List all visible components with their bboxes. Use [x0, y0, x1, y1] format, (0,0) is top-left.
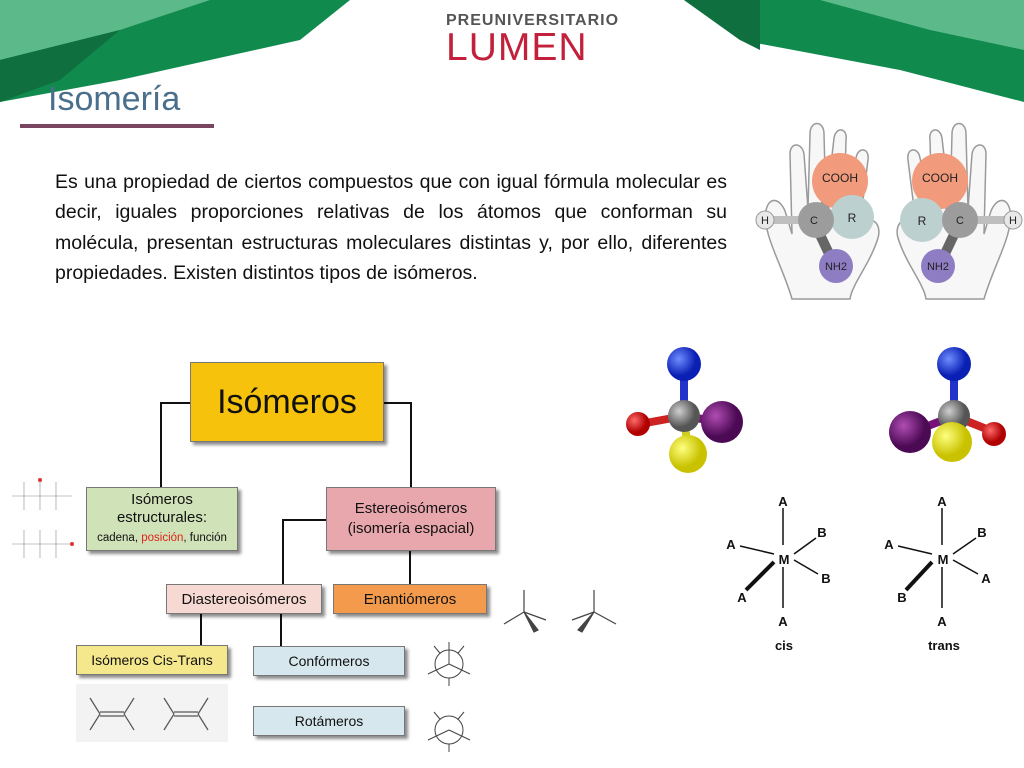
conformers-box: Confórmeros [253, 646, 405, 676]
newman-projections [427, 642, 471, 752]
connector [160, 402, 162, 487]
enantiomer-model-left [626, 347, 743, 473]
svg-text:C: C [956, 215, 964, 227]
connector [280, 614, 282, 646]
chiral-hands-illustration: COOH R C H NH2 COOH R C H NH2 [755, 122, 1023, 300]
connector [282, 519, 284, 584]
svg-text:M: M [938, 552, 949, 567]
cis-trans-isomers-box: Isómeros Cis-Trans [76, 645, 228, 675]
svg-text:A: A [726, 537, 736, 552]
connector [409, 551, 411, 584]
slide-title: Isomería [48, 80, 181, 118]
trans-octahedron: A M A B A B A trans [884, 494, 991, 653]
svg-text:C: C [810, 215, 818, 227]
octahedral-complexes: A M A B B A A cis A M A B A B A trans [726, 494, 991, 653]
svg-text:COOH: COOH [922, 171, 958, 185]
cis-trans-illustration [76, 684, 228, 742]
right-molecule: COOH R C H NH2 [900, 153, 1023, 283]
stereoisomers-box: Estereoisómeros (isomería espacial) [326, 487, 496, 551]
svg-text:R: R [918, 214, 927, 228]
svg-text:A: A [937, 494, 947, 509]
svg-text:A: A [981, 571, 991, 586]
isomers-root-box: Isómeros [190, 362, 384, 442]
connector [282, 519, 326, 521]
svg-text:B: B [977, 525, 986, 540]
svg-text:H: H [761, 215, 769, 227]
structural-isomers-box: Isómeros estructurales: cadena, posición… [86, 487, 238, 551]
svg-text:H: H [1009, 215, 1017, 227]
svg-text:COOH: COOH [822, 171, 858, 185]
svg-text:M: M [779, 552, 790, 567]
title-underline [20, 124, 214, 128]
diastereoisomers-box: Diastereoisómeros [166, 584, 322, 614]
svg-text:A: A [778, 494, 788, 509]
svg-text:R: R [848, 211, 857, 225]
logo-tagline: PREUNIVERSITARIO [446, 12, 620, 29]
connector [200, 614, 202, 645]
trans-label: trans [928, 638, 960, 653]
svg-text:A: A [778, 614, 788, 629]
svg-text:A: A [937, 614, 947, 629]
svg-text:B: B [897, 590, 906, 605]
svg-text:NH2: NH2 [927, 261, 949, 273]
svg-text:A: A [884, 537, 894, 552]
cis-octahedron: A M A B B A A cis [726, 494, 830, 653]
logo-wordmark: LUMEN [446, 26, 588, 69]
connector [160, 402, 190, 404]
slide-description: Es una propiedad de ciertos compuestos q… [55, 171, 727, 285]
enantiomers-box: Enantiómeros [333, 584, 487, 614]
svg-text:A: A [737, 590, 747, 605]
ball-stick-models [626, 347, 1006, 473]
structural-formula-illustration [12, 478, 74, 558]
connector [384, 402, 412, 404]
rotamers-box: Rotámeros [253, 706, 405, 736]
enantiomer-wedge-illustration [503, 590, 617, 633]
cis-label: cis [775, 638, 793, 653]
enantiomer-model-right [889, 347, 1006, 462]
svg-text:B: B [817, 525, 826, 540]
svg-text:B: B [821, 571, 830, 586]
left-molecule: COOH R C H NH2 [755, 153, 874, 283]
connector [410, 402, 412, 487]
svg-text:NH2: NH2 [825, 261, 847, 273]
